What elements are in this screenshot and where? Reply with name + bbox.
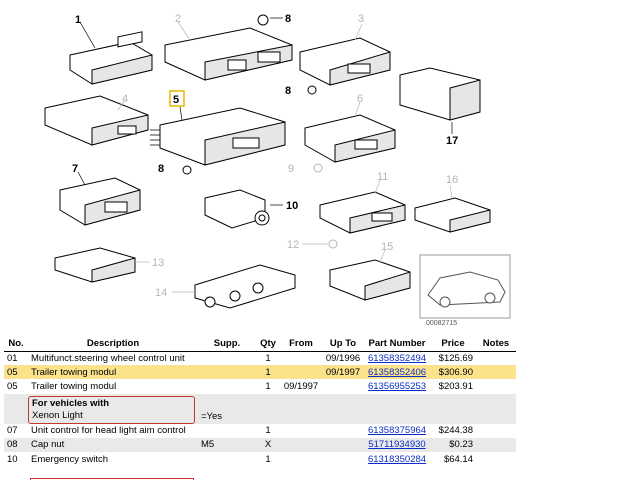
part-17-module[interactable] <box>399 67 481 134</box>
callout-17: 17 <box>446 135 458 147</box>
part-2-module[interactable] <box>164 21 293 81</box>
condition-value: Xenon Light <box>32 409 83 421</box>
part-10-emergency-switch[interactable] <box>204 189 283 229</box>
part-7-headlight-aim-unit[interactable] <box>59 171 141 226</box>
callout-6: 6 <box>357 93 363 105</box>
header-upto: Up To <box>322 336 364 352</box>
condition-heading: For vehicles with <box>32 397 110 409</box>
callout-9: 9 <box>288 163 294 175</box>
part-number-link[interactable]: 61358352406 <box>367 366 427 378</box>
part-9-nut[interactable] <box>313 163 323 173</box>
callout-11: 11 <box>377 171 388 183</box>
condition-box: For vehicles with Xenon Light <box>28 395 195 424</box>
header-from: From <box>280 336 322 352</box>
part-4-module[interactable] <box>44 95 149 146</box>
part-number-link[interactable]: 61318350284 <box>367 453 427 465</box>
part-16-module[interactable] <box>414 184 491 233</box>
callout-3: 3 <box>358 13 364 25</box>
part-number-link[interactable]: 61358352494 <box>367 352 427 364</box>
thumbnail-code: 00082715 <box>426 320 457 327</box>
callout-16: 16 <box>446 174 458 186</box>
header-no: No. <box>4 336 28 352</box>
header-part-number: Part Number <box>364 336 430 352</box>
cap-nut-right[interactable] <box>307 85 317 95</box>
part-3-module[interactable] <box>299 23 391 86</box>
vehicle-thumbnail <box>419 254 511 319</box>
part-number-link[interactable]: 61356955253 <box>367 380 427 392</box>
header-supp: Supp. <box>198 336 256 352</box>
table-row[interactable]: 10 Emergency switch 1 61318350284 $64.14 <box>7 453 473 465</box>
callout-7: 7 <box>72 163 78 175</box>
part-6-module[interactable] <box>304 101 396 163</box>
callout-8-left: 8 <box>158 163 164 175</box>
callout-8-top: 8 <box>285 13 291 25</box>
cap-nut-left[interactable] <box>182 165 192 175</box>
part-12-nut[interactable] <box>328 239 338 249</box>
table-row-highlighted[interactable]: 05 Trailer towing modul 1 09/1997 613583… <box>4 365 516 380</box>
parts-diagram: 1 2 8 3 8 17 4 5 <box>44 13 511 327</box>
parts-table: No. Description Supp. Qty From Up To Par… <box>4 336 516 466</box>
table-row[interactable]: 08 Cap nut M5 X 51711934930 $0.23 <box>4 437 516 452</box>
part-1-control-unit[interactable] <box>69 21 153 85</box>
callout-5: 5 <box>173 94 179 106</box>
next-condition-box-edge <box>30 478 194 480</box>
callout-13: 13 <box>152 257 164 269</box>
table-row[interactable]: 07 Unit control for head light aim contr… <box>7 425 473 437</box>
callout-4: 4 <box>122 93 128 105</box>
part-number-link[interactable]: 51711934930 <box>368 439 426 451</box>
condition-supp: =Yes <box>198 393 256 424</box>
callout-1: 1 <box>75 14 81 26</box>
callout-8-right: 8 <box>285 85 291 97</box>
header-description: Description <box>28 336 198 352</box>
part-14-relay-block[interactable] <box>172 264 296 309</box>
header-qty: Qty <box>256 336 280 352</box>
part-13-module[interactable] <box>54 247 150 283</box>
table-row[interactable]: 01 Multifunct.steering wheel control uni… <box>7 352 473 364</box>
callout-14: 14 <box>155 287 167 299</box>
cap-nut-top[interactable] <box>257 14 283 26</box>
part-number-link[interactable]: 61358375964 <box>367 425 427 437</box>
header-price: Price <box>430 336 476 352</box>
callout-5-highlight <box>169 90 185 107</box>
part-5-trailer-module[interactable] <box>150 106 286 166</box>
callout-15: 15 <box>381 241 393 253</box>
part-11-module[interactable] <box>319 179 406 234</box>
callout-2: 2 <box>175 13 181 25</box>
callout-10: 10 <box>286 200 298 212</box>
table-row[interactable]: 05 Trailer towing modul 1 09/1997 613569… <box>7 380 473 392</box>
part-15-module[interactable] <box>329 249 411 301</box>
condition-row: For vehicles with Xenon Light =Yes <box>4 393 516 424</box>
callout-12: 12 <box>287 239 299 251</box>
header-notes: Notes <box>476 336 516 352</box>
table-header-row: No. Description Supp. Qty From Up To Par… <box>4 336 516 352</box>
